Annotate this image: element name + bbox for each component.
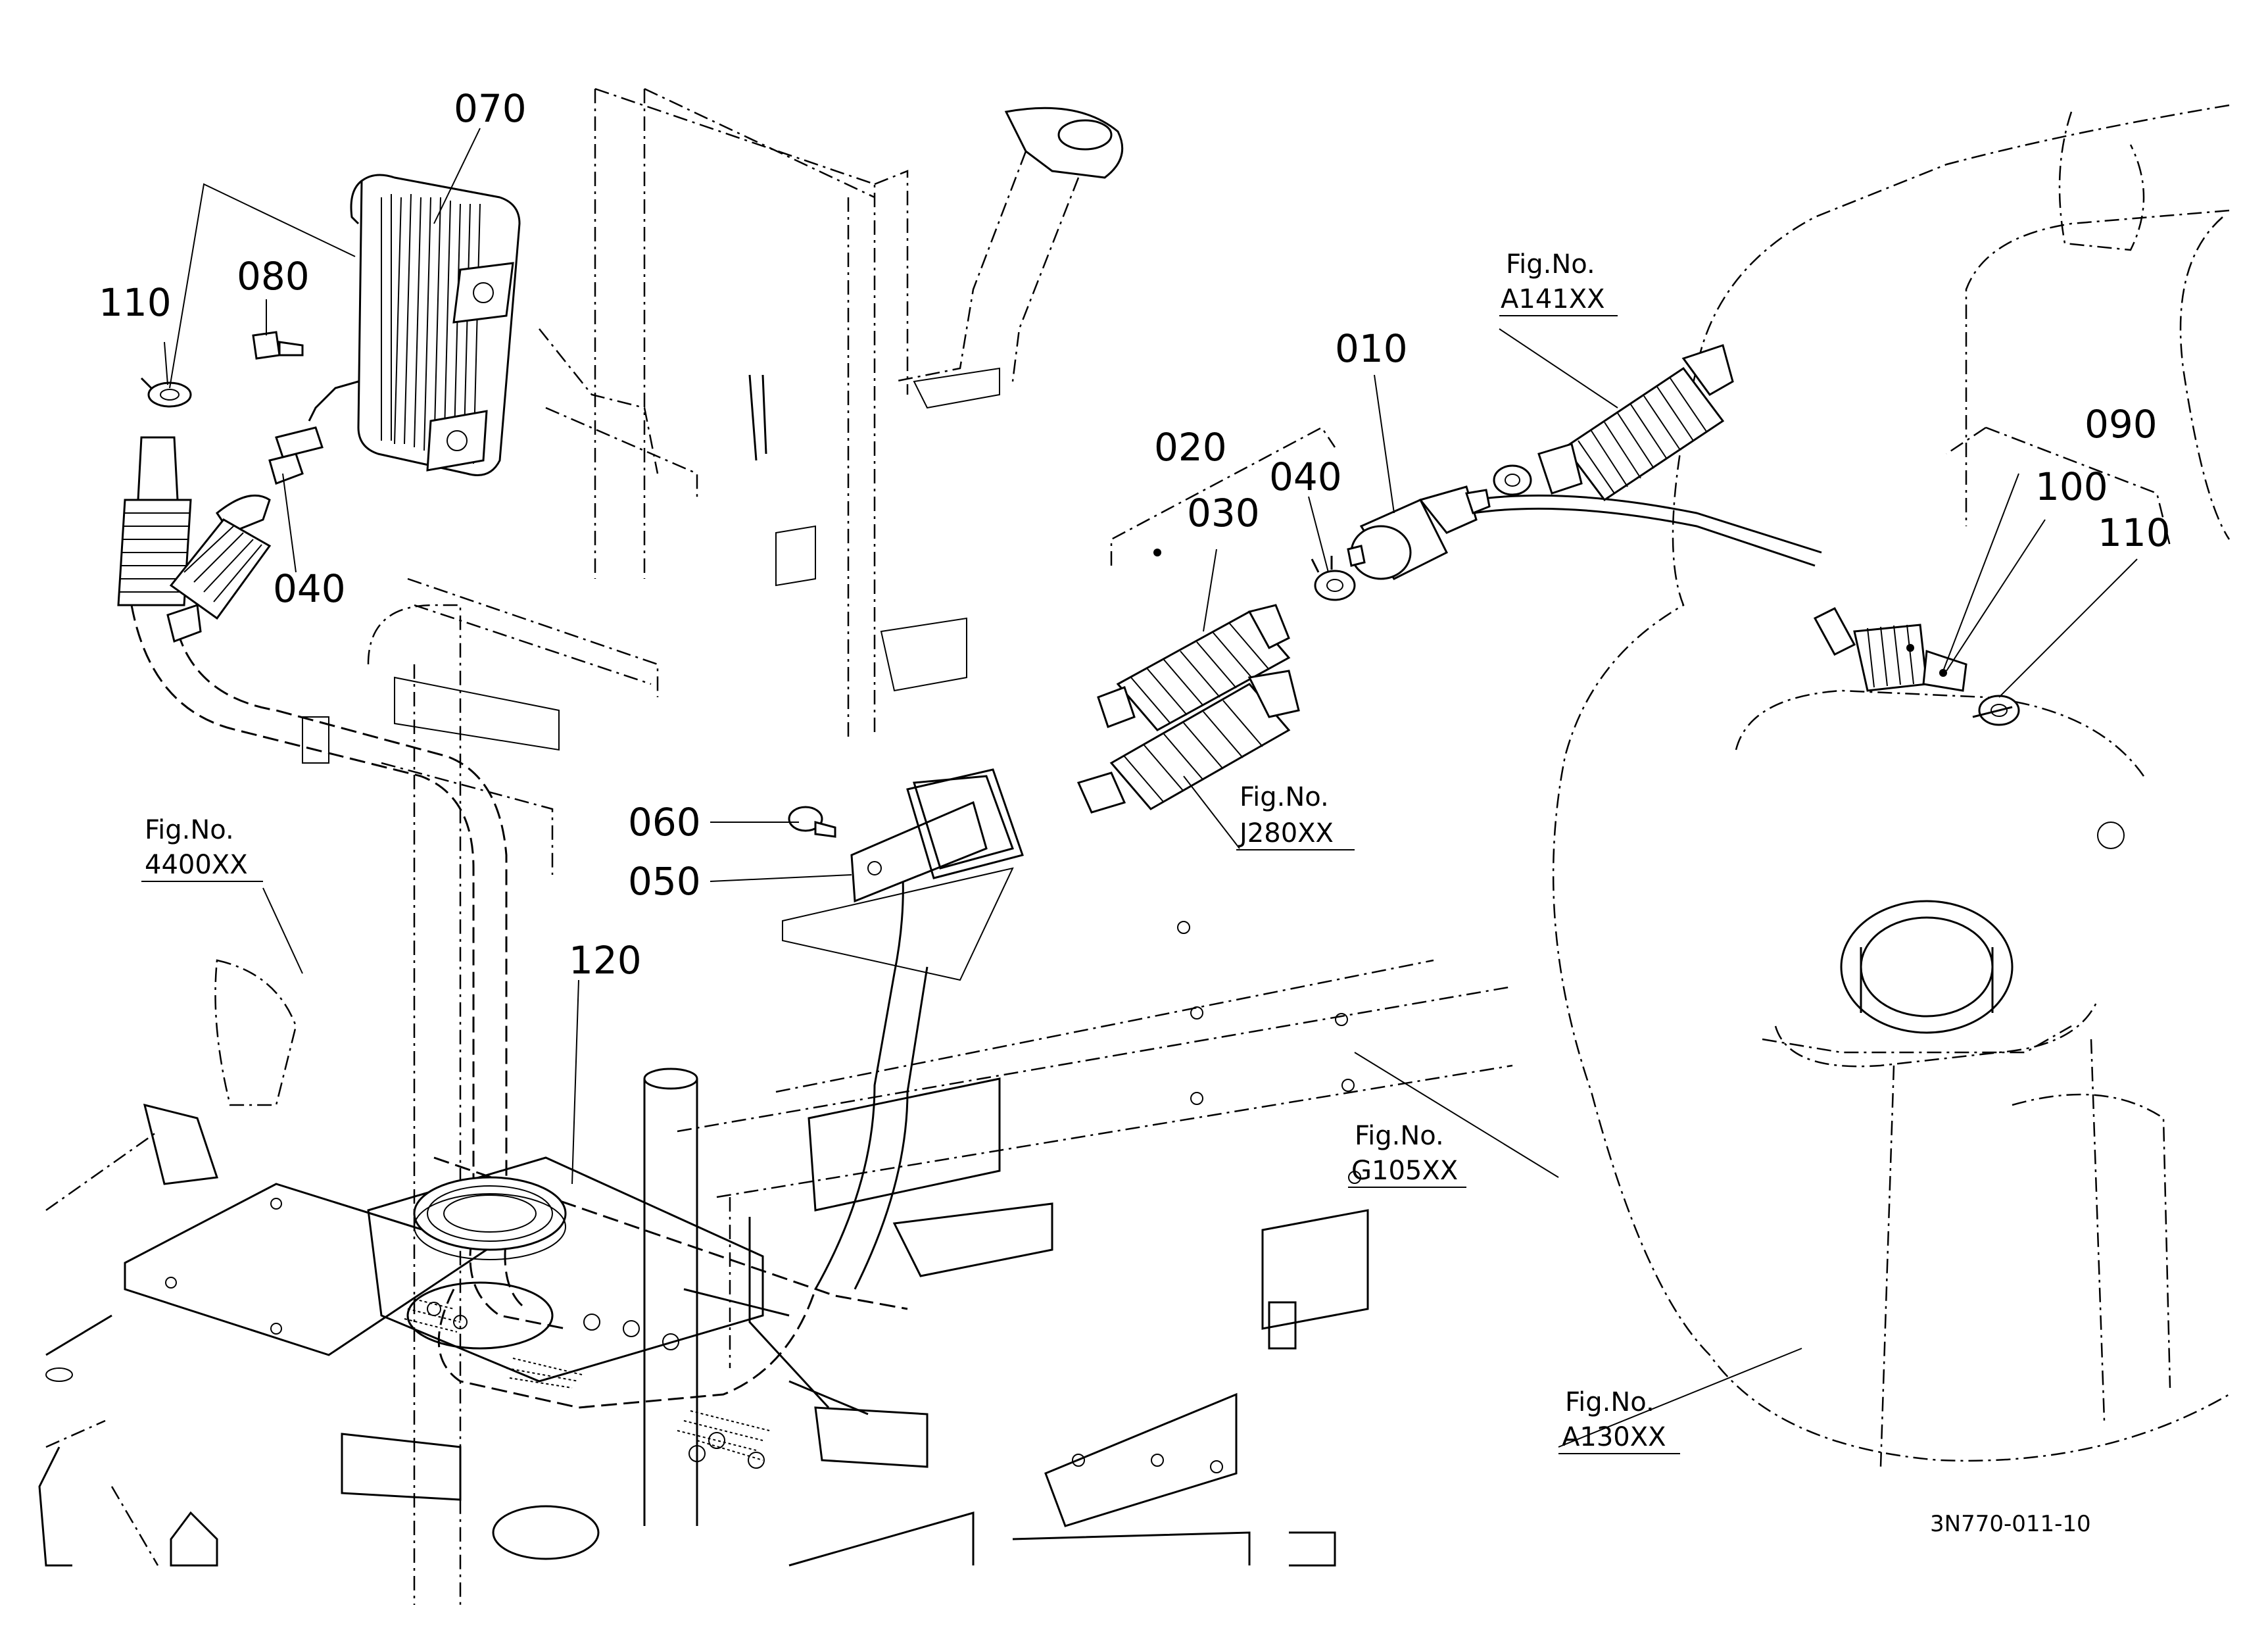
clamp-040-part [1311,556,1356,601]
sender-090-part [1153,549,2020,726]
fig-ref-j280-caption: Fig.No. [1240,782,1329,812]
clip-110-left-part [140,377,192,408]
fig-ref-4400-caption: Fig.No. [145,815,234,845]
cable-routing [130,494,1822,1409]
boot-020-030-part [1097,604,1291,731]
fig-ref-g105-caption: Fig.No. [1355,1121,1444,1151]
hose-boot-left-part [117,436,192,606]
chassis-frame-drawing [38,87,2231,1605]
label-070: 070 [454,86,527,131]
connector-010-part [1347,485,1491,580]
bolt-080-part [252,331,304,360]
label-090: 090 [2085,402,2158,447]
label-110-right: 110 [2098,510,2171,555]
fig-ref-a130: A130XX [1562,1422,1666,1452]
fig-ref-j280: J280XX [1238,818,1334,848]
bolt-060-part [788,806,836,838]
hose-boot-right-part [166,426,324,643]
grommet-120-part [413,1176,567,1260]
hatched-mesh [404,1298,770,1461]
fig-ref-4400: 4400XX [145,850,248,880]
boot-j280-part [1076,670,1300,814]
figure-references: Fig.No. A141XX Fig.No. J280XX Fig.No. 44… [141,249,1680,1454]
label-050: 050 [628,859,701,904]
label-100: 100 [2035,464,2108,509]
label-080: 080 [237,254,310,299]
drawing-code: 3N770-011-10 [1930,1511,2091,1537]
label-040-left: 040 [273,566,346,611]
leader-lines [164,128,2171,1448]
fig-ref-a141: A141XX [1501,284,1605,314]
misc-right-parts [1972,706,2013,718]
clamp-upper-part [1493,464,1532,496]
label-060: 060 [628,800,701,845]
label-030: 030 [1187,491,1260,535]
label-040-right: 040 [1269,455,1342,499]
label-120: 120 [569,938,642,983]
label-110-left: 110 [99,280,172,325]
label-020: 020 [1154,425,1227,470]
label-010: 010 [1335,326,1408,371]
fig-ref-a141-caption: Fig.No. [1506,249,1595,280]
bracket-050-part [782,768,1024,981]
boot-a141-part [1537,344,1734,502]
fig-ref-a130-caption: Fig.No. [1565,1387,1654,1417]
fig-ref-g105: G105XX [1351,1156,1458,1186]
oil-cooler-part [308,174,521,476]
part-number-labels: 070 080 110 040 010 020 030 040 060 050 … [99,86,2171,983]
